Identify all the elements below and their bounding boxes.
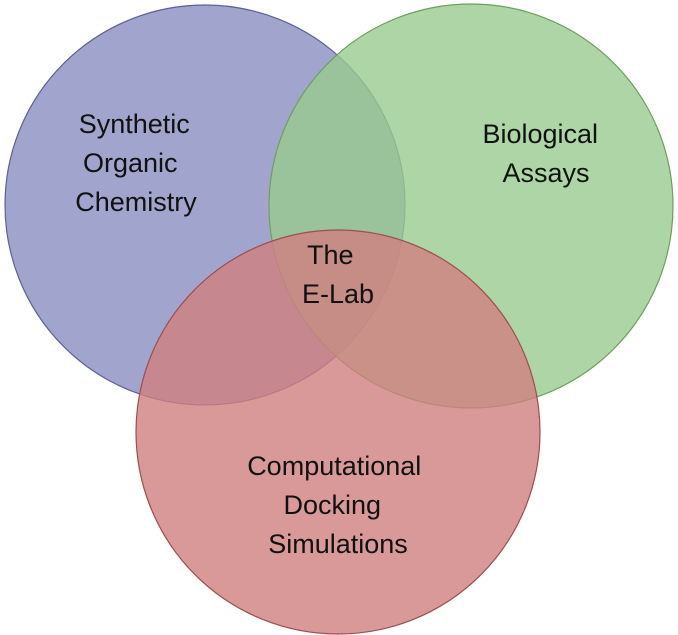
label-line: Synthetic (79, 109, 190, 139)
label-line: The (307, 240, 354, 270)
label-line: Organic (83, 148, 178, 178)
label-line: Docking (283, 490, 381, 520)
label-line: Assays (502, 158, 589, 188)
circle-computational-docking-simulations (135, 229, 541, 635)
label-the-e-lab: The E-Lab (302, 240, 374, 309)
label-line: Chemistry (75, 187, 197, 217)
label-synthetic-organic-chemistry: Synthetic Organic Chemistry (75, 109, 197, 217)
label-line: Simulations (268, 529, 408, 559)
label-line: Computational (247, 451, 421, 481)
label-line: E-Lab (302, 279, 374, 309)
label-computational-docking-simulations: Computational Docking Simulations (247, 451, 429, 559)
label-biological-assays: Biological Assays (482, 119, 605, 188)
label-line: Biological (482, 119, 598, 149)
